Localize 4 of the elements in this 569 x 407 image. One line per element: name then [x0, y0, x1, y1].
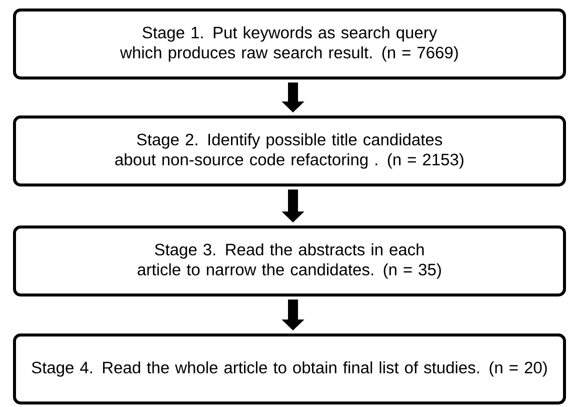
stage-box: Stage 2. Identify possible title candidates about non-source code refactoring . (n = 2153) [13, 116, 566, 186]
stage-box: Stage 3. Read the abstracts in each article to narrow the candidates. (n = 35) [13, 226, 566, 296]
stage-box: Stage 1. Put keywords as search query which produces raw search result. (n = 7669) [13, 8, 566, 80]
stage-box: Stage 4. Read the whole article to obtain final list of studies. (n = 20) [13, 334, 566, 404]
